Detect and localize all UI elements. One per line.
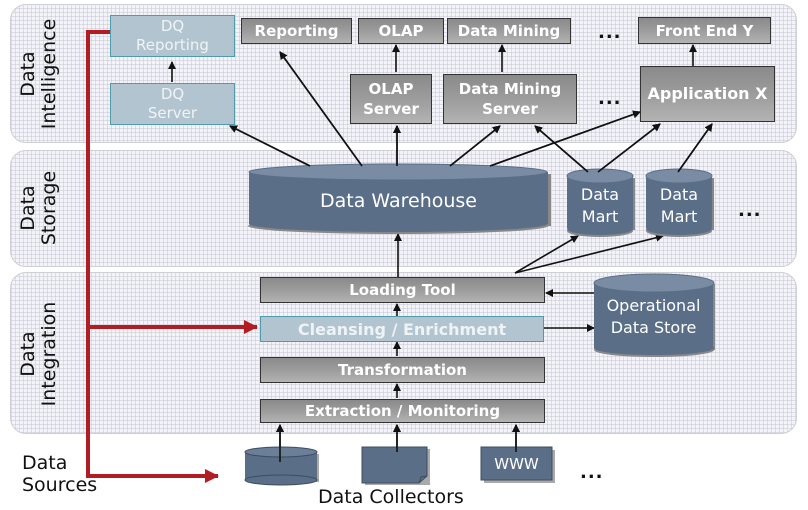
arrow-loading-to-mart1 [514, 235, 579, 274]
dq-reporting-line: DQ [160, 17, 185, 35]
www-label: WWW [494, 455, 539, 473]
layer-label-line: Data [22, 452, 68, 474]
layer-label-line: Sources [22, 474, 98, 496]
arrow-loading-to-mart2 [514, 233, 664, 274]
data-mining-box[interactable]: Data Mining [447, 18, 571, 44]
operational-data-store[interactable]: Operational Data Store [594, 295, 713, 343]
ods-line: Operational [606, 296, 701, 315]
ods-line: Data Store [610, 318, 697, 337]
arrow-warehouse-to-dm-server [449, 125, 501, 167]
dq-server-line: Server [147, 104, 198, 122]
data-warehouse[interactable]: Data Warehouse [249, 182, 548, 222]
ellipsis-front-end: ... [598, 22, 622, 43]
layer-label-sources: Data Sources [22, 452, 97, 496]
front-end-y-box[interactable]: Front End Y [638, 17, 771, 44]
dq-flow-line [86, 30, 219, 483]
olap-server-line: Server [363, 100, 419, 118]
cleansing-enrichment-box[interactable]: Cleansing / Enrichment [260, 316, 544, 342]
extraction-monitoring-box[interactable]: Extraction / Monitoring [260, 399, 545, 423]
data-mart-2-line: Mart [660, 207, 698, 226]
data-warehouse-label: Data Warehouse [319, 190, 477, 212]
data-collectors-label: Data Collectors [318, 486, 464, 508]
dq-server-line: DQ [160, 85, 185, 103]
dq-server-box[interactable]: DQ Server [110, 83, 235, 125]
reporting-box[interactable]: Reporting [241, 18, 352, 44]
data-mining-server-line: Server [482, 100, 538, 118]
data-mart-1[interactable]: Data Mart [567, 184, 633, 228]
ellipsis-sources: ... [580, 462, 604, 483]
data-mart-2[interactable]: Data Mart [646, 184, 712, 228]
olap-server-box[interactable]: OLAP Server [350, 74, 432, 124]
dq-reporting-box[interactable]: DQ Reporting [110, 15, 235, 57]
arrow-warehouse-to-dq-server [229, 125, 311, 167]
olap-box[interactable]: OLAP [358, 18, 444, 44]
data-mart-2-line: Data [659, 185, 699, 204]
ellipsis-app: ... [598, 88, 622, 109]
data-mining-server-box[interactable]: Data Mining Server [443, 74, 577, 124]
application-x-box[interactable]: Application X [640, 66, 775, 122]
data-mining-server-line: Data Mining [458, 80, 562, 98]
arrow-mart1-to-app-x [597, 123, 661, 173]
data-mart-1-line: Mart [581, 207, 619, 226]
dq-reporting-line: Reporting [136, 36, 209, 54]
ellipsis-storage: ... [738, 200, 762, 221]
transformation-box[interactable]: Transformation [260, 357, 545, 383]
loading-tool-box[interactable]: Loading Tool [260, 277, 545, 303]
olap-server-line: OLAP [368, 80, 414, 98]
data-mart-1-line: Data [580, 185, 620, 204]
arrow-mart2-to-app-x [677, 123, 713, 173]
